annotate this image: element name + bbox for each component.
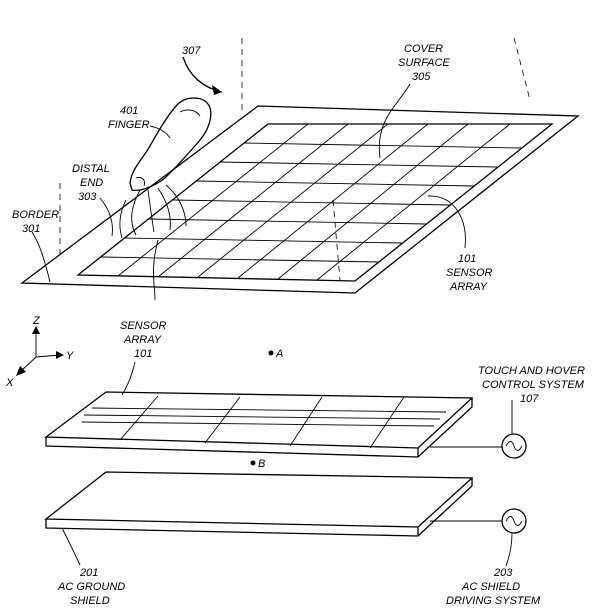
sensor-area-outline bbox=[76, 123, 554, 282]
label-point-b: B bbox=[258, 458, 265, 470]
sensor-grid-columns bbox=[117, 123, 511, 281]
ac-ground-shield-plate bbox=[44, 471, 474, 537]
label-surface: SURFACE bbox=[398, 57, 450, 69]
label-control-system: CONTROL SYSTEM bbox=[482, 379, 585, 391]
label-303: 303 bbox=[78, 191, 97, 203]
touch-hover-source bbox=[430, 399, 527, 459]
leader-sensor-array-mid bbox=[153, 239, 159, 301]
label-array-top: ARRAY bbox=[449, 281, 488, 293]
label-cover: COVER bbox=[404, 43, 443, 55]
field-lines bbox=[119, 184, 187, 239]
label-touch-hover: TOUCH AND HOVER bbox=[478, 365, 585, 377]
point-b-dot bbox=[250, 460, 256, 466]
projection-guides bbox=[59, 37, 531, 281]
plate-grid bbox=[81, 395, 447, 449]
axes-indicator bbox=[16, 326, 64, 376]
label-307: 307 bbox=[182, 45, 201, 57]
arrow-307 bbox=[182, 56, 223, 95]
label-201: 201 bbox=[79, 567, 98, 579]
label-ac-shield: AC SHIELD bbox=[461, 581, 520, 593]
label-101-top: 101 bbox=[458, 253, 476, 265]
leader-border bbox=[31, 231, 51, 283]
point-a-dot bbox=[268, 350, 274, 356]
label-axis-x: X bbox=[5, 377, 14, 389]
label-axis-y: Y bbox=[66, 350, 74, 362]
label-107: 107 bbox=[520, 393, 539, 405]
label-shield: SHIELD bbox=[70, 595, 110, 607]
label-border: BORDER bbox=[12, 209, 59, 221]
leader-finger bbox=[149, 125, 171, 139]
sensor-grid-rows bbox=[100, 142, 522, 263]
label-driving-system: DRIVING SYSTEM bbox=[446, 595, 541, 607]
leader-lines-top bbox=[31, 83, 466, 301]
border-outline bbox=[20, 105, 580, 294]
ac-shield-source bbox=[430, 508, 527, 567]
label-axis-z: Z bbox=[32, 315, 41, 327]
label-sensor-mid: SENSOR bbox=[120, 320, 167, 332]
sensor-array-plate bbox=[44, 391, 474, 458]
label-301: 301 bbox=[22, 223, 40, 235]
finger-illustration bbox=[129, 97, 212, 192]
label-finger: FINGER bbox=[108, 119, 150, 131]
leader-cover-surface bbox=[378, 83, 411, 159]
label-distal: DISTAL bbox=[72, 163, 110, 175]
cover-surface-panel bbox=[20, 105, 580, 294]
leader-sensor-array-top bbox=[427, 195, 466, 249]
label-sensor-top: SENSOR bbox=[446, 267, 493, 279]
label-point-a: A bbox=[275, 348, 283, 360]
leader-distal-end bbox=[99, 197, 113, 237]
leader-sensor-plate bbox=[121, 361, 136, 396]
label-401: 401 bbox=[120, 105, 138, 117]
label-array-mid: ARRAY bbox=[123, 334, 162, 346]
label-end: END bbox=[80, 177, 103, 189]
label-101-mid: 101 bbox=[134, 348, 152, 360]
label-305: 305 bbox=[412, 71, 431, 83]
label-203: 203 bbox=[493, 567, 513, 579]
label-ac-ground: AC GROUND bbox=[57, 581, 125, 593]
leader-ground-shield bbox=[61, 527, 81, 566]
